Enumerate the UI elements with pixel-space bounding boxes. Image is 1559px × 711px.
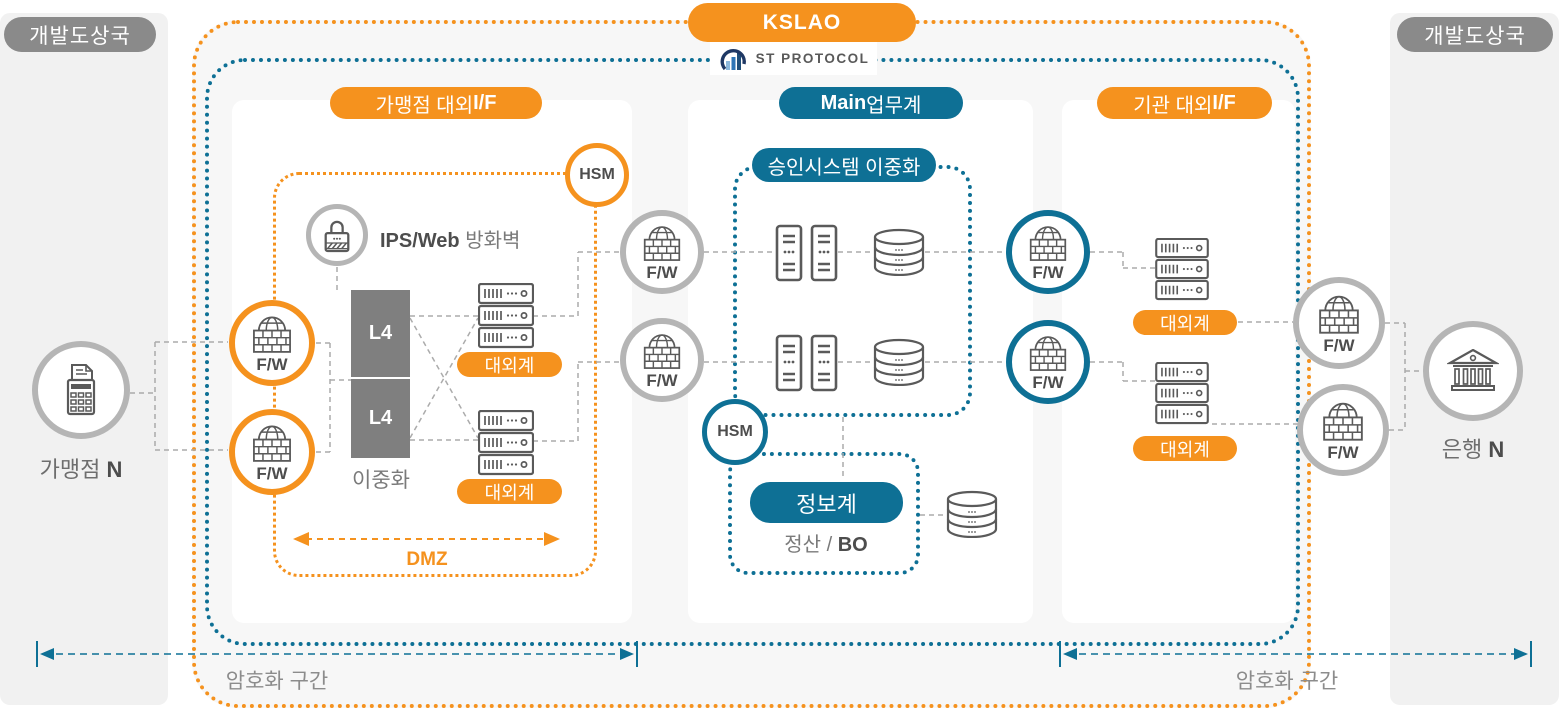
- encryption-range-label-left: 암호화 구간: [177, 665, 377, 695]
- ips-node: [306, 204, 368, 266]
- section2-title-text: 업무계: [866, 94, 922, 117]
- app-server-pair-2: [775, 334, 838, 392]
- dmz-label: DMZ: [397, 549, 457, 571]
- server-stack-merchant-1: [478, 283, 534, 349]
- db-approval-2: [873, 338, 925, 386]
- approval-zone-title: 승인시스템 이중화: [752, 148, 936, 182]
- settlement-label: 정산 / BO: [746, 528, 906, 557]
- info-zone: [728, 452, 920, 575]
- ips-label: IPS/Web 방화벽: [380, 224, 520, 253]
- lock-icon: [321, 216, 353, 254]
- l4-label: L4: [368, 322, 393, 344]
- server-stack-inst-2: [1155, 362, 1209, 425]
- brand-badge: KSLAO: [688, 3, 916, 42]
- firewall-icon: [1319, 398, 1367, 442]
- fw-mid-1: F/W: [620, 210, 704, 294]
- firewall-icon: [640, 330, 684, 370]
- encryption-text: 암호화 구간: [225, 670, 329, 693]
- fw-label: F/W: [1327, 442, 1359, 462]
- section3-title-bold: I/F: [1212, 91, 1236, 114]
- external-system-pill-2: 대외계: [457, 479, 562, 504]
- ips-label-bold: IPS/Web: [380, 230, 460, 252]
- server-stack-inst-1: [1155, 238, 1209, 301]
- firewall-icon: [640, 222, 684, 262]
- brand-text: KSLAO: [762, 10, 842, 34]
- bank-label-suffix: N: [1488, 437, 1505, 462]
- section3-title-text: 기관 대외: [1133, 94, 1213, 117]
- bank-icon: [1447, 349, 1499, 393]
- l4-label: L4: [368, 407, 393, 429]
- db-approval-1: [873, 228, 925, 276]
- section-title-main: Main 업무계: [779, 87, 963, 119]
- fw-bank-2: F/W: [1297, 384, 1389, 476]
- redundancy-text: 이중화: [352, 469, 410, 492]
- fw-merchant-1: F/W: [229, 300, 315, 386]
- bank-label-text: 은행: [1441, 437, 1483, 462]
- l4-switch-1: L4: [351, 290, 410, 377]
- info-text: 정보계: [796, 491, 857, 517]
- app-server-pair-1: [775, 224, 838, 282]
- external-system-pill-1: 대외계: [457, 352, 562, 377]
- external-text: 대외계: [484, 482, 535, 503]
- external-system-pill-4: 대외계: [1133, 436, 1237, 461]
- section1-title-bold: I/F: [473, 91, 497, 114]
- hsm-merchant: HSM: [565, 143, 629, 207]
- hsm-label: HSM: [579, 166, 615, 183]
- section-title-institution-if: 기관 대외 I/F: [1097, 87, 1272, 119]
- fw-inst-2: F/W: [1006, 320, 1090, 404]
- bank-node: [1423, 321, 1523, 421]
- external-system-pill-3: 대외계: [1133, 310, 1237, 335]
- firewall-icon: [1026, 222, 1070, 262]
- merchant-node: [32, 341, 130, 439]
- pos-terminal-icon: [59, 364, 103, 416]
- settle-text: 정산 /: [784, 534, 838, 556]
- fw-label: F/W: [1032, 372, 1064, 392]
- section2-title-bold: Main: [820, 91, 867, 114]
- protocol-badge: ST PROTOCOL: [710, 42, 877, 75]
- hsm-label: HSM: [717, 423, 753, 440]
- section1-title-text: 가맹점 대외: [375, 94, 474, 117]
- fw-inst-1: F/W: [1006, 210, 1090, 294]
- fw-label: F/W: [256, 354, 288, 374]
- left-region-title: 개발도상국: [4, 17, 156, 52]
- protocol-text: ST PROTOCOL: [755, 51, 870, 66]
- encryption-text: 암호화 구간: [1235, 670, 1339, 693]
- fw-bank-1: F/W: [1293, 277, 1385, 369]
- firewall-icon: [1026, 332, 1070, 372]
- fw-label: F/W: [256, 463, 288, 483]
- section-title-merchant-if: 가맹점 대외 I/F: [330, 87, 542, 119]
- l4-redundancy-label: 이중화: [340, 464, 422, 494]
- fw-label: F/W: [1032, 262, 1064, 282]
- fw-label: F/W: [646, 262, 678, 282]
- l4-switch-2: L4: [351, 379, 410, 458]
- db-info: [946, 490, 998, 538]
- merchant-label-text: 가맹점: [39, 457, 101, 482]
- server-stack-merchant-2: [478, 410, 534, 476]
- protocol-logo-icon: [718, 44, 748, 74]
- left-region-title-text: 개발도상국: [29, 24, 131, 48]
- firewall-icon: [249, 312, 295, 354]
- info-system-pill: 정보계: [750, 482, 903, 523]
- firewall-icon: [249, 421, 295, 463]
- fw-label: F/W: [1323, 335, 1355, 355]
- right-region-title-text: 개발도상국: [1424, 24, 1526, 48]
- fw-merchant-2: F/W: [229, 409, 315, 495]
- fw-mid-2: F/W: [620, 318, 704, 402]
- external-text: 대외계: [1160, 313, 1210, 334]
- external-text: 대외계: [484, 355, 535, 376]
- dmz-text: DMZ: [406, 549, 448, 570]
- settle-bold: BO: [837, 534, 868, 556]
- external-text: 대외계: [1160, 439, 1210, 460]
- fw-label: F/W: [646, 370, 678, 390]
- bank-node-label: 은행 N: [1403, 432, 1543, 464]
- right-region-title: 개발도상국: [1397, 17, 1553, 52]
- merchant-node-label: 가맹점 N: [11, 452, 151, 484]
- approval-text: 승인시스템 이중화: [767, 156, 921, 179]
- ips-label-text: 방화벽: [459, 230, 521, 252]
- hsm-main: HSM: [702, 399, 768, 465]
- encryption-range-label-right: 암호화 구간: [1187, 665, 1387, 695]
- merchant-label-suffix: N: [106, 457, 123, 482]
- firewall-icon: [1315, 291, 1363, 335]
